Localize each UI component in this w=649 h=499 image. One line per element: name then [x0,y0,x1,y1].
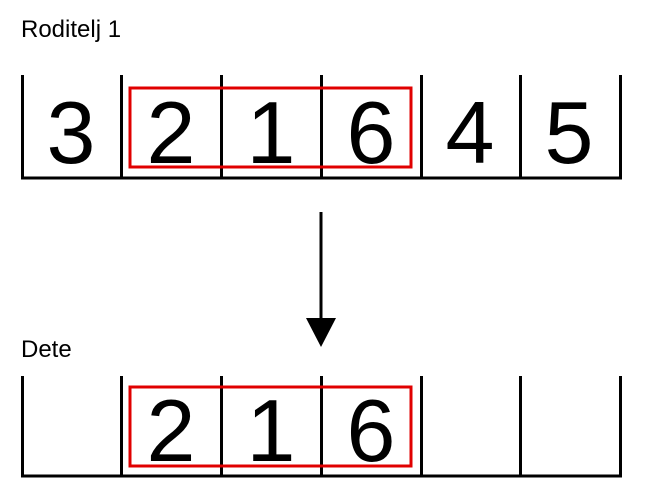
child-highlight-box [128,385,413,468]
parent-cell-value: 5 [545,83,594,182]
parent-cell-value: 3 [47,83,96,182]
child-cell-value: 1 [247,381,296,480]
child-array: 2 1 6 [21,376,622,480]
parent-label: Roditelj 1 [21,16,122,43]
child-cell-value: 2 [147,381,196,480]
parent-array: 3 2 1 6 4 5 [21,75,622,182]
child-cell-value: 6 [347,381,396,480]
arrow-head [306,318,336,347]
parent-highlight-box [128,86,413,169]
down-arrow-icon [306,212,336,347]
parent-cell-value: 4 [446,83,495,182]
child-label: Dete [21,336,72,363]
